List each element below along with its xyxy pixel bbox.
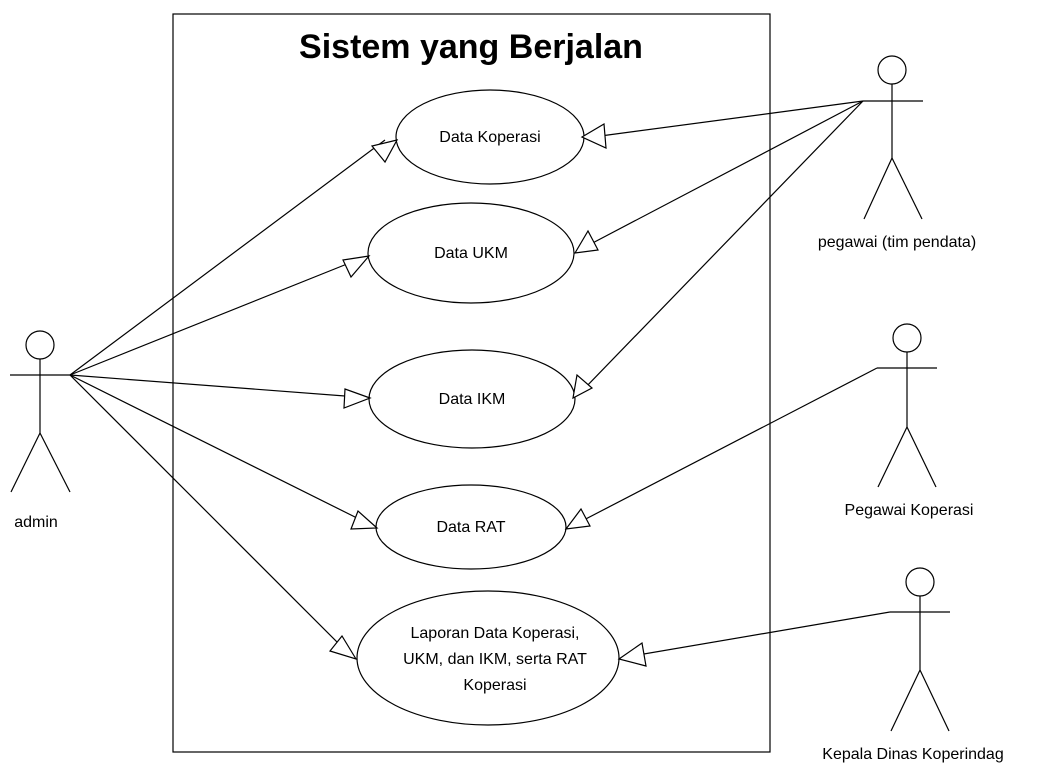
- use-case-data-rat-label: Data RAT: [436, 519, 505, 536]
- arrowhead-pegawai-tim-data-ukm: [573, 229, 599, 254]
- use-case-data-koperasi-label: Data Koperasi: [439, 129, 540, 146]
- assoc-kepala-dinas-laporan: [631, 611, 891, 657]
- actor-admin-label: admin: [14, 514, 58, 531]
- arrowhead-admin-data-rat: [350, 509, 379, 530]
- arrowheads: [328, 122, 647, 667]
- arrowhead-pegawai-koperasi-data-rat: [564, 507, 591, 530]
- actor-kepala-dinas-label: Kepala Dinas Koperindag: [822, 746, 1003, 763]
- actor-pegawai-koperasi-head: [892, 323, 922, 353]
- system-title: Sistem yang Berjalan: [299, 28, 643, 66]
- assoc-admin-data-ikm: [69, 374, 359, 398]
- actor-admin: [10, 330, 71, 493]
- arrowhead-pegawai-tim-data-ikm: [572, 373, 594, 400]
- use-case-laporan-label-line2: UKM, dan IKM, serta RAT: [403, 651, 587, 668]
- associations: [69, 100, 891, 657]
- use-case-laporan-label-line3: Koperasi: [463, 677, 526, 694]
- use-case-data-ukm: [367, 202, 575, 304]
- actor-kepala-dinas-head: [905, 567, 935, 597]
- assoc-pegawai-koperasi-data-rat: [577, 367, 878, 524]
- arrowhead-admin-laporan: [328, 634, 358, 661]
- assoc-admin-laporan: [69, 374, 346, 651]
- use-case-laporan-label-line1: Laporan Data Koperasi,: [411, 625, 580, 642]
- arrowhead-kepala-dinas-laporan: [617, 641, 647, 667]
- assoc-admin-data-koperasi: [69, 139, 386, 376]
- use-case-data-ikm-label: Data IKM: [439, 391, 506, 408]
- assoc-pegawai-tim-data-ikm: [582, 100, 864, 391]
- arrowhead-admin-data-ukm: [342, 255, 371, 279]
- actor-pegawai-koperasi: [877, 323, 937, 488]
- arrowhead-admin-data-koperasi: [370, 139, 399, 164]
- actor-kepala-dinas: [890, 567, 950, 732]
- arrowhead-admin-data-ikm: [343, 388, 372, 409]
- assoc-pegawai-tim-data-koperasi: [592, 100, 864, 138]
- actor-admin-head: [25, 330, 55, 360]
- use-case-data-ukm-label: Data UKM: [434, 245, 508, 262]
- assoc-admin-data-rat: [69, 374, 366, 523]
- actor-pegawai-tim-head: [877, 55, 907, 85]
- use-case-laporan: [356, 590, 620, 726]
- assoc-admin-data-ukm: [69, 259, 358, 376]
- actor-pegawai-tim-pendata: [863, 55, 923, 220]
- assoc-pegawai-tim-data-ukm: [584, 100, 864, 248]
- actor-pegawai-tim-label: pegawai (tim pendata): [818, 234, 976, 251]
- arrowhead-pegawai-tim-data-koperasi: [580, 122, 607, 149]
- actor-pegawai-koperasi-label: Pegawai Koperasi: [845, 502, 974, 519]
